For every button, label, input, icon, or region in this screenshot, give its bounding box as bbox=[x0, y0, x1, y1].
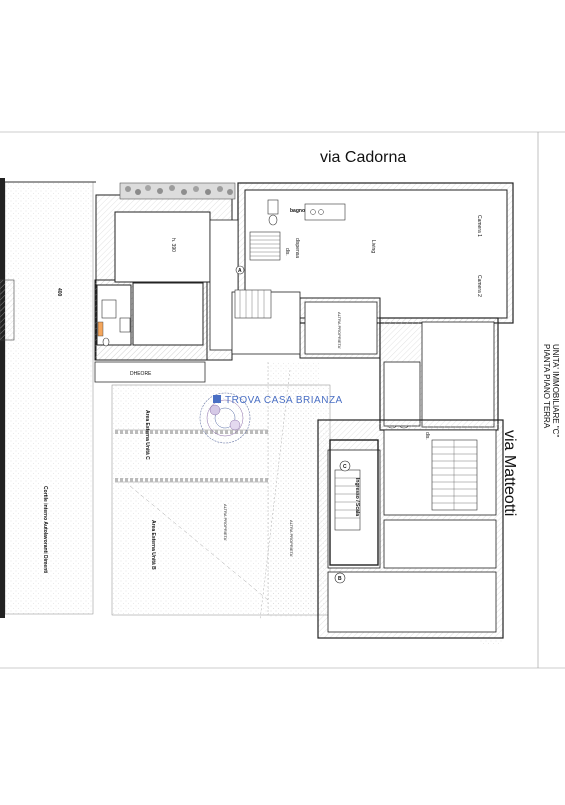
label-area-b: Area Esterna Unità B bbox=[150, 520, 156, 570]
sheet-frame bbox=[0, 131, 565, 669]
watermark: TROVA CASA BRIANZA bbox=[213, 395, 343, 406]
label-dheore: DHEORE bbox=[130, 371, 152, 377]
label-dim-400: 400 bbox=[56, 288, 62, 297]
street-label-north: via Cadorna bbox=[320, 149, 406, 166]
room-labels: Camera 1 Camera 2 Living bagno dispensa … bbox=[42, 208, 482, 574]
left-boundary bbox=[0, 178, 96, 618]
exterior-ground bbox=[4, 181, 502, 645]
label-dis2: dis. bbox=[424, 432, 430, 440]
label-dis: dis. bbox=[284, 248, 290, 256]
label-altra-3: ALTRA PROPRIETA' bbox=[289, 520, 294, 557]
marker-c: C bbox=[343, 464, 347, 470]
label-altra-2: ALTRA PROPRIETA' bbox=[223, 504, 228, 541]
label-bagno: bagno bbox=[290, 208, 305, 214]
label-dispensa: dispensa bbox=[294, 238, 300, 258]
street-label-east: via Matteotti bbox=[501, 430, 518, 516]
label-h390: h. 390 bbox=[170, 238, 176, 252]
stair-east bbox=[334, 439, 478, 531]
garden bbox=[94, 361, 291, 621]
marker-b: B bbox=[338, 576, 342, 582]
label-camera2: Camera 2 bbox=[476, 275, 482, 297]
title-line-2: PIANTA PIANO TERRA bbox=[542, 344, 551, 429]
title-line-1: UNITA' IMMOBILIARE "C" bbox=[551, 344, 560, 437]
markers: C B A bbox=[235, 265, 351, 584]
label-living: Living bbox=[370, 240, 376, 253]
watermark-text: TROVA CASA BRIANZA bbox=[225, 395, 343, 406]
stone-bed bbox=[119, 182, 236, 200]
label-area-c: Area Esterna Unità C bbox=[144, 410, 150, 460]
label-camera1: Camera 1 bbox=[476, 215, 482, 237]
label-ingresso: Ingresso / Scala bbox=[354, 478, 360, 516]
stair-north bbox=[234, 231, 281, 319]
marker-a: A bbox=[238, 268, 242, 274]
label-cortile: Cortile interno Autolavoranti Dimenti bbox=[42, 486, 48, 574]
label-altra-1: ALTRA PROPRIETA' bbox=[337, 312, 342, 349]
